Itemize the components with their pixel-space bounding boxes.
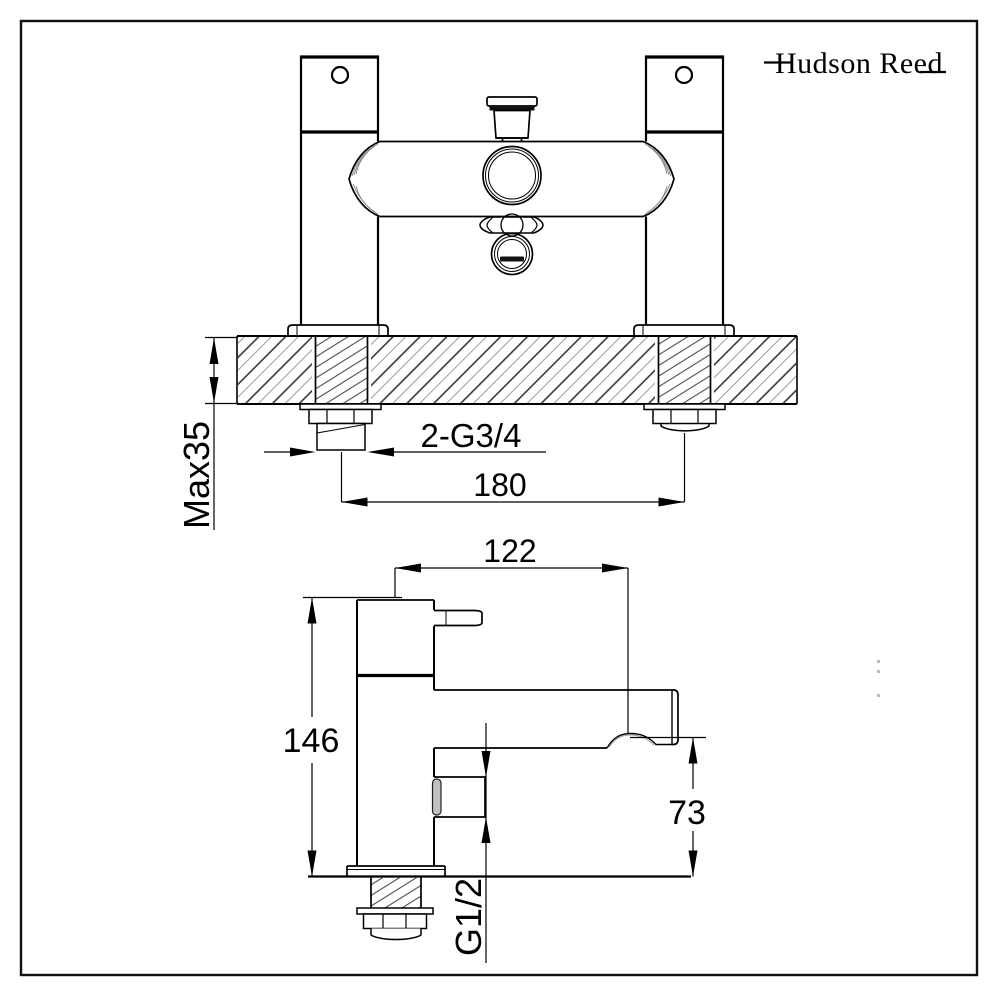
print-artifacts — [877, 660, 880, 697]
shower-connector — [431, 776, 486, 818]
backnut-assembly-side — [356, 876, 434, 941]
dim-label-inlet-thread: 2-G3/4 — [421, 417, 522, 454]
dim-deck-thickness — [205, 336, 238, 530]
side-view: 122 146 73 G1/2 — [283, 533, 880, 963]
page-border — [19, 19, 979, 977]
spout-outlet-shading — [608, 734, 655, 748]
flange-left — [287, 324, 389, 336]
dim-label-body-height: 146 — [283, 722, 340, 760]
spout — [434, 689, 679, 749]
pillar-left — [287, 55, 389, 336]
dim-label-max-deck-thickness: Max35 — [176, 421, 217, 529]
dim-label-shower-outlet-thread: G1/2 — [448, 878, 489, 956]
dim-inlet-thread — [264, 447, 546, 457]
dim-label-inlet-centres: 180 — [473, 467, 526, 503]
deck-section — [236, 335, 798, 405]
hex-connector-nut — [479, 213, 544, 237]
shower-hose-outlet — [490, 232, 534, 276]
pillar-right — [633, 55, 735, 336]
threaded-tail-right-section — [659, 337, 710, 403]
dim-shower-outlet-thread — [481, 723, 491, 963]
mixer-body-beam — [348, 140, 675, 218]
chamfer-shading — [351, 143, 672, 215]
diverter-knob — [486, 96, 538, 142]
tap-body-side — [356, 599, 435, 866]
dim-label-spout-reach: 122 — [483, 533, 536, 569]
brand-logo: Hudson Reed — [764, 47, 946, 80]
dim-body-height — [303, 596, 402, 877]
dim-spout-height — [630, 736, 706, 877]
handle-dot-left — [330, 65, 350, 85]
handle-dot-right — [674, 65, 694, 85]
cartridge-circle — [482, 145, 542, 206]
dim-label-spout-height: 73 — [668, 794, 706, 832]
base-flange — [308, 865, 691, 878]
flange-right — [633, 324, 735, 336]
dim-spout-reach — [394, 563, 629, 733]
threaded-tail-left-section — [316, 337, 367, 403]
lever-handle — [434, 609, 483, 627]
logo-text: Hudson Reed — [775, 47, 943, 80]
dim-inlet-centres — [340, 433, 686, 507]
backnut-assembly-right — [643, 403, 726, 432]
backnut-assembly-left — [299, 403, 382, 451]
front-view: Max35 2-G3/4 180 — [176, 55, 798, 530]
